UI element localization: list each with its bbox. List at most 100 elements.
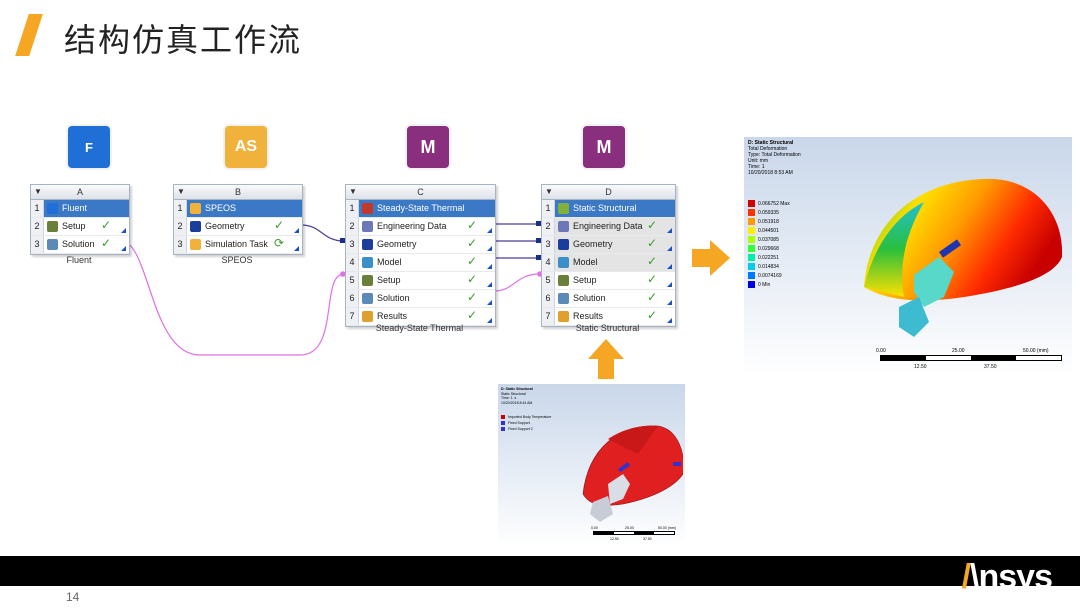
check-icon: ✓ <box>646 272 657 286</box>
speos-icon <box>190 203 201 214</box>
solution-icon <box>47 239 58 250</box>
check-icon: ✓ <box>466 236 477 250</box>
system-c-name: Steady-State Thermal <box>375 323 464 333</box>
solution-icon <box>362 293 373 304</box>
ansys-logo: /\nsys <box>961 558 1053 596</box>
check-icon: ✓ <box>273 218 284 232</box>
mechanical-app-icon-structural: M <box>583 126 625 168</box>
helmet-setup-render <box>582 425 683 522</box>
legend-swatch <box>748 272 755 279</box>
scale-label: 12.50 <box>610 537 619 541</box>
legend-swatch <box>748 209 755 216</box>
check-icon: ✓ <box>646 236 657 250</box>
collapse-arrow-icon[interactable]: ▼ <box>349 187 357 196</box>
engineering-data-icon <box>558 221 569 232</box>
fluent-icon <box>47 203 58 214</box>
legend-label: 0.066752 Max <box>758 200 790 207</box>
legend-entry: Fixed Support 2 <box>501 426 551 432</box>
geometry-sc-icon <box>362 239 373 250</box>
geometry-sc-icon <box>190 221 201 232</box>
output-triangle-icon <box>487 246 492 251</box>
legend-label: 0.022251 <box>758 254 779 261</box>
check-icon: ✓ <box>646 308 657 322</box>
check-icon: ✓ <box>646 218 657 232</box>
output-triangle-icon <box>667 300 672 305</box>
output-triangle-icon <box>294 246 299 251</box>
right-arrow-icon <box>692 240 730 276</box>
simulation-task-icon <box>190 239 201 250</box>
output-triangle-icon <box>667 318 672 323</box>
legend-entry: 0.037085 <box>748 235 790 244</box>
scale-label: 25.00 <box>952 348 965 354</box>
plot-line: Time: 1 <box>748 164 765 170</box>
up-arrow-icon <box>588 339 624 379</box>
scale-bar <box>880 355 1062 361</box>
collapse-arrow-icon[interactable]: ▼ <box>177 187 185 196</box>
speos-app-icon: AS <box>225 126 267 168</box>
output-triangle-icon <box>294 228 299 233</box>
plot-title: D: Static Structural <box>748 140 794 146</box>
legend-swatch <box>501 427 505 431</box>
legend-swatch <box>501 421 505 425</box>
output-triangle-icon <box>487 264 492 269</box>
output-triangle-icon <box>487 282 492 287</box>
plot-line: Total Deformation <box>748 146 788 152</box>
structural-setup-plot[interactable]: D: Static Structural Static Structural T… <box>498 384 685 547</box>
output-triangle-icon <box>667 282 672 287</box>
deformation-result-plot[interactable]: D: Static Structural Total Deformation T… <box>744 137 1072 376</box>
model-icon <box>558 257 569 268</box>
collapse-arrow-icon[interactable]: ▼ <box>545 187 553 196</box>
slide-title: 结构仿真工作流 <box>64 22 303 58</box>
geometry-sc-icon <box>558 239 569 250</box>
model-icon <box>362 257 373 268</box>
legend-swatch <box>748 254 755 261</box>
plot-line: Unit: mm <box>748 158 768 164</box>
legend-entry: Imported Body Temperature <box>501 414 551 420</box>
output-triangle-icon <box>667 246 672 251</box>
legend-entry: 0.014834 <box>748 262 790 271</box>
results-icon <box>558 311 569 322</box>
scale-label: 0.00 <box>591 526 598 530</box>
scale-label: 37.50 <box>984 364 997 370</box>
check-icon: ✓ <box>646 254 657 268</box>
scale-label: 50.00 (mm) <box>658 526 676 530</box>
output-triangle-icon <box>487 228 492 233</box>
plot-line: Type: Total Deformation <box>748 152 801 158</box>
legend-entry: 0.051918 <box>748 217 790 226</box>
legend-swatch <box>748 200 755 207</box>
legend-entry: 0.044501 <box>748 226 790 235</box>
legend-entry: 0.066752 Max <box>748 199 790 208</box>
collapse-arrow-icon[interactable]: ▼ <box>34 187 42 196</box>
legend-entry: 0.0074169 <box>748 271 790 280</box>
legend-swatch <box>748 218 755 225</box>
logo-slash-icon: / <box>961 558 972 596</box>
legend-label: 0.059335 <box>758 209 779 216</box>
legend-entry: 0 Min <box>748 280 790 289</box>
engineering-data-icon <box>362 221 373 232</box>
